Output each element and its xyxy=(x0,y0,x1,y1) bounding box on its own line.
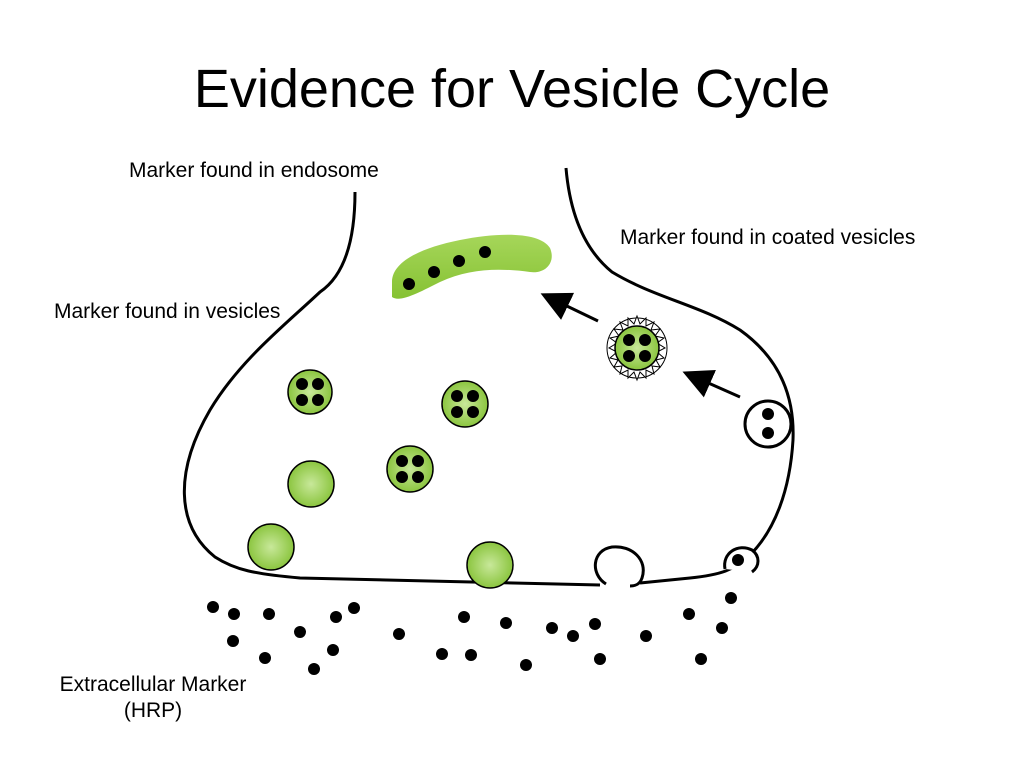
vesicle-with-marker xyxy=(386,445,434,493)
marker-dot xyxy=(732,554,744,566)
endocytic-vesicle xyxy=(743,399,793,449)
terminal-membrane-right xyxy=(564,167,795,585)
marker-dot xyxy=(762,408,774,420)
terminal-membrane xyxy=(182,191,601,587)
label-extracellular-marker: Extracellular Marker (HRP) xyxy=(40,672,266,725)
marker-dot xyxy=(453,255,465,267)
marker-dot xyxy=(479,246,491,258)
slide-title: Evidence for Vesicle Cycle xyxy=(193,59,831,119)
extracellular-marker-dots xyxy=(207,592,737,675)
vesicle-empty xyxy=(466,541,514,589)
label-extracellular-line2: (HRP) xyxy=(123,699,183,723)
coated-vesicle xyxy=(606,314,668,382)
marker-dot xyxy=(403,278,415,290)
marker-dot xyxy=(428,266,440,278)
vesicle-with-marker xyxy=(287,369,333,415)
label-vesicles: Marker found in vesicles xyxy=(54,300,281,323)
arrow-coated-to-endosome xyxy=(540,292,599,323)
label-endosome: Marker found in endosome xyxy=(129,159,379,182)
vesicle-empty xyxy=(247,523,295,571)
arrow-membrane-to-coated xyxy=(682,369,741,399)
vesicle-empty xyxy=(287,460,335,508)
fusion-pit xyxy=(594,545,645,588)
vesicle-with-marker xyxy=(441,380,489,428)
label-coated-vesicles: Marker found in coated vesicles xyxy=(620,226,916,249)
endosome xyxy=(392,234,552,299)
label-extracellular-line1: Extracellular Marker xyxy=(59,673,247,696)
marker-dot xyxy=(762,427,774,439)
